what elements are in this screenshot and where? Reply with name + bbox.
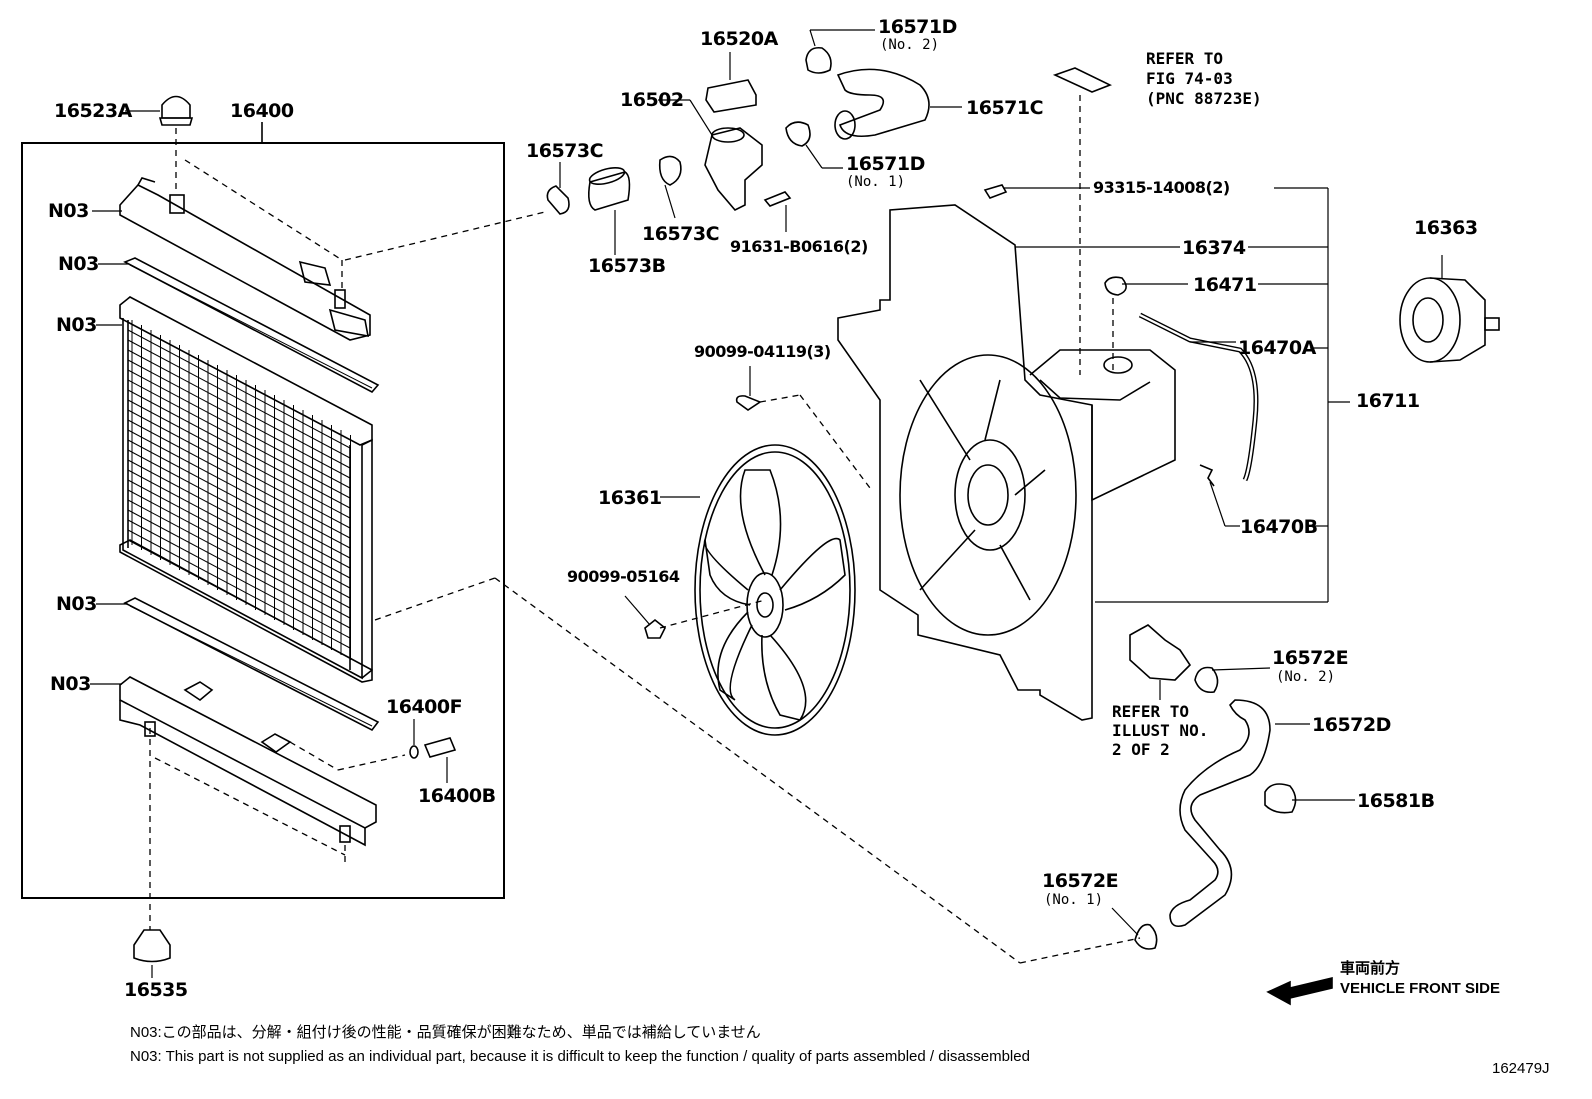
label-16573C-bottom: 16573C	[642, 223, 720, 245]
label-16535: 16535	[124, 979, 188, 1001]
radiator-core	[119, 296, 373, 683]
clamp-16573C-right	[658, 155, 682, 186]
figure-id: 162479J	[1492, 1060, 1550, 1077]
label-n03-5: N03	[50, 673, 91, 695]
cap-16520A	[705, 52, 757, 113]
filler-neck-16502	[689, 99, 763, 211]
label-16523A: 16523A	[54, 100, 132, 122]
label-16400F: 16400F	[386, 696, 463, 718]
label-16400B: 16400B	[418, 785, 496, 807]
hose-16573B	[588, 166, 631, 211]
label-90099-05164: 90099-05164	[567, 567, 680, 586]
label-91631: 91631-B0616(2)	[730, 237, 868, 256]
cushion-16523A	[161, 95, 191, 119]
label-n03-2: N03	[58, 253, 99, 275]
clamp-16572E-top	[1194, 666, 1219, 694]
fan-16361	[694, 444, 856, 736]
clamp-16571D-mid	[785, 121, 811, 147]
label-plate	[1052, 67, 1112, 93]
bolt-93315	[983, 184, 1008, 199]
label-n03-4: N03	[56, 593, 97, 615]
clamp-16572E-bottom	[1134, 923, 1158, 950]
label-16400: 16400	[230, 100, 294, 122]
label-16572E-top: 16572E	[1272, 647, 1349, 669]
nut-90099-05164	[644, 618, 667, 639]
label-16520A: 16520A	[700, 28, 778, 50]
label-16571D-mid: 16571D	[846, 153, 925, 175]
note-en: N03: This part is not supplied as an ind…	[130, 1048, 1030, 1065]
label-n03-1: N03	[48, 200, 89, 222]
label-16572E-bottom-sub: (No. 1)	[1044, 892, 1104, 908]
label-93315: 93315-14008(2)	[1093, 178, 1230, 197]
label-16572E-top-sub: (No. 2)	[1276, 669, 1336, 685]
oring-16400F	[409, 745, 419, 759]
label-16571D-mid-sub: (No. 1)	[846, 174, 906, 190]
label-16711: 16711	[1356, 390, 1420, 412]
drain-cock-16400B	[423, 737, 457, 758]
label-n03-3: N03	[56, 314, 97, 336]
label-16572E-bottom: 16572E	[1042, 870, 1119, 892]
gasket-upper	[123, 257, 380, 394]
upper-tank	[119, 177, 371, 341]
label-16363: 16363	[1414, 217, 1478, 239]
cushion-16535	[133, 929, 171, 963]
water-outlet	[1129, 624, 1192, 681]
refer-illust-line-1: REFER TO	[1112, 702, 1190, 721]
refer-illust-line-2: ILLUST NO.	[1112, 721, 1209, 740]
vehicle-front-jp: 車両前方	[1340, 960, 1401, 977]
label-16361: 16361	[598, 487, 662, 509]
label-90099-04119: 90099-04119(3)	[694, 342, 831, 361]
bolt-91631	[763, 191, 792, 207]
fan-shroud-16711	[837, 204, 1093, 721]
vehicle-front-arrow	[1266, 976, 1333, 1006]
clamp-16573C-left	[546, 185, 570, 215]
label-16571D-top-sub: (No. 2)	[880, 37, 940, 53]
hose-16571C	[834, 68, 930, 140]
screw-90099-04119	[735, 395, 762, 411]
label-16470A: 16470A	[1238, 337, 1316, 359]
fan-motor-16363	[1399, 277, 1500, 363]
label-16502: 16502	[620, 89, 684, 111]
label-16374: 16374	[1182, 237, 1246, 259]
lower-tank	[119, 676, 377, 847]
refer-fig-line-3: (PNC 88723E)	[1146, 89, 1262, 108]
label-16572D: 16572D	[1312, 714, 1391, 736]
cap-16471	[1104, 276, 1127, 296]
clamp-16571D-top	[805, 46, 832, 74]
label-16581B: 16581B	[1357, 790, 1435, 812]
clamp-16581B	[1264, 783, 1297, 814]
label-16573B: 16573B	[588, 255, 666, 277]
label-16573C-top: 16573C	[526, 140, 604, 162]
refer-fig-line-1: REFER TO	[1146, 49, 1224, 68]
reservoir-tank	[1029, 349, 1176, 502]
refer-illust-line-3: 2 OF 2	[1112, 740, 1170, 759]
gasket-lower	[123, 597, 380, 732]
label-16471: 16471	[1193, 274, 1257, 296]
hose-16572D	[1169, 699, 1271, 928]
note-jp: N03:この部品は、分解・組付け後の性能・品質確保が困難なため、単品では補給して…	[130, 1024, 761, 1041]
radiator-assembly-frame	[21, 142, 505, 899]
label-16470B: 16470B	[1240, 516, 1318, 538]
clip-16470B	[1199, 464, 1215, 487]
refer-fig-line-2: FIG 74-03	[1146, 69, 1233, 88]
label-16571D-top: 16571D	[878, 16, 957, 38]
label-16571C: 16571C	[966, 97, 1044, 119]
vehicle-front-en: VEHICLE FRONT SIDE	[1340, 980, 1501, 997]
